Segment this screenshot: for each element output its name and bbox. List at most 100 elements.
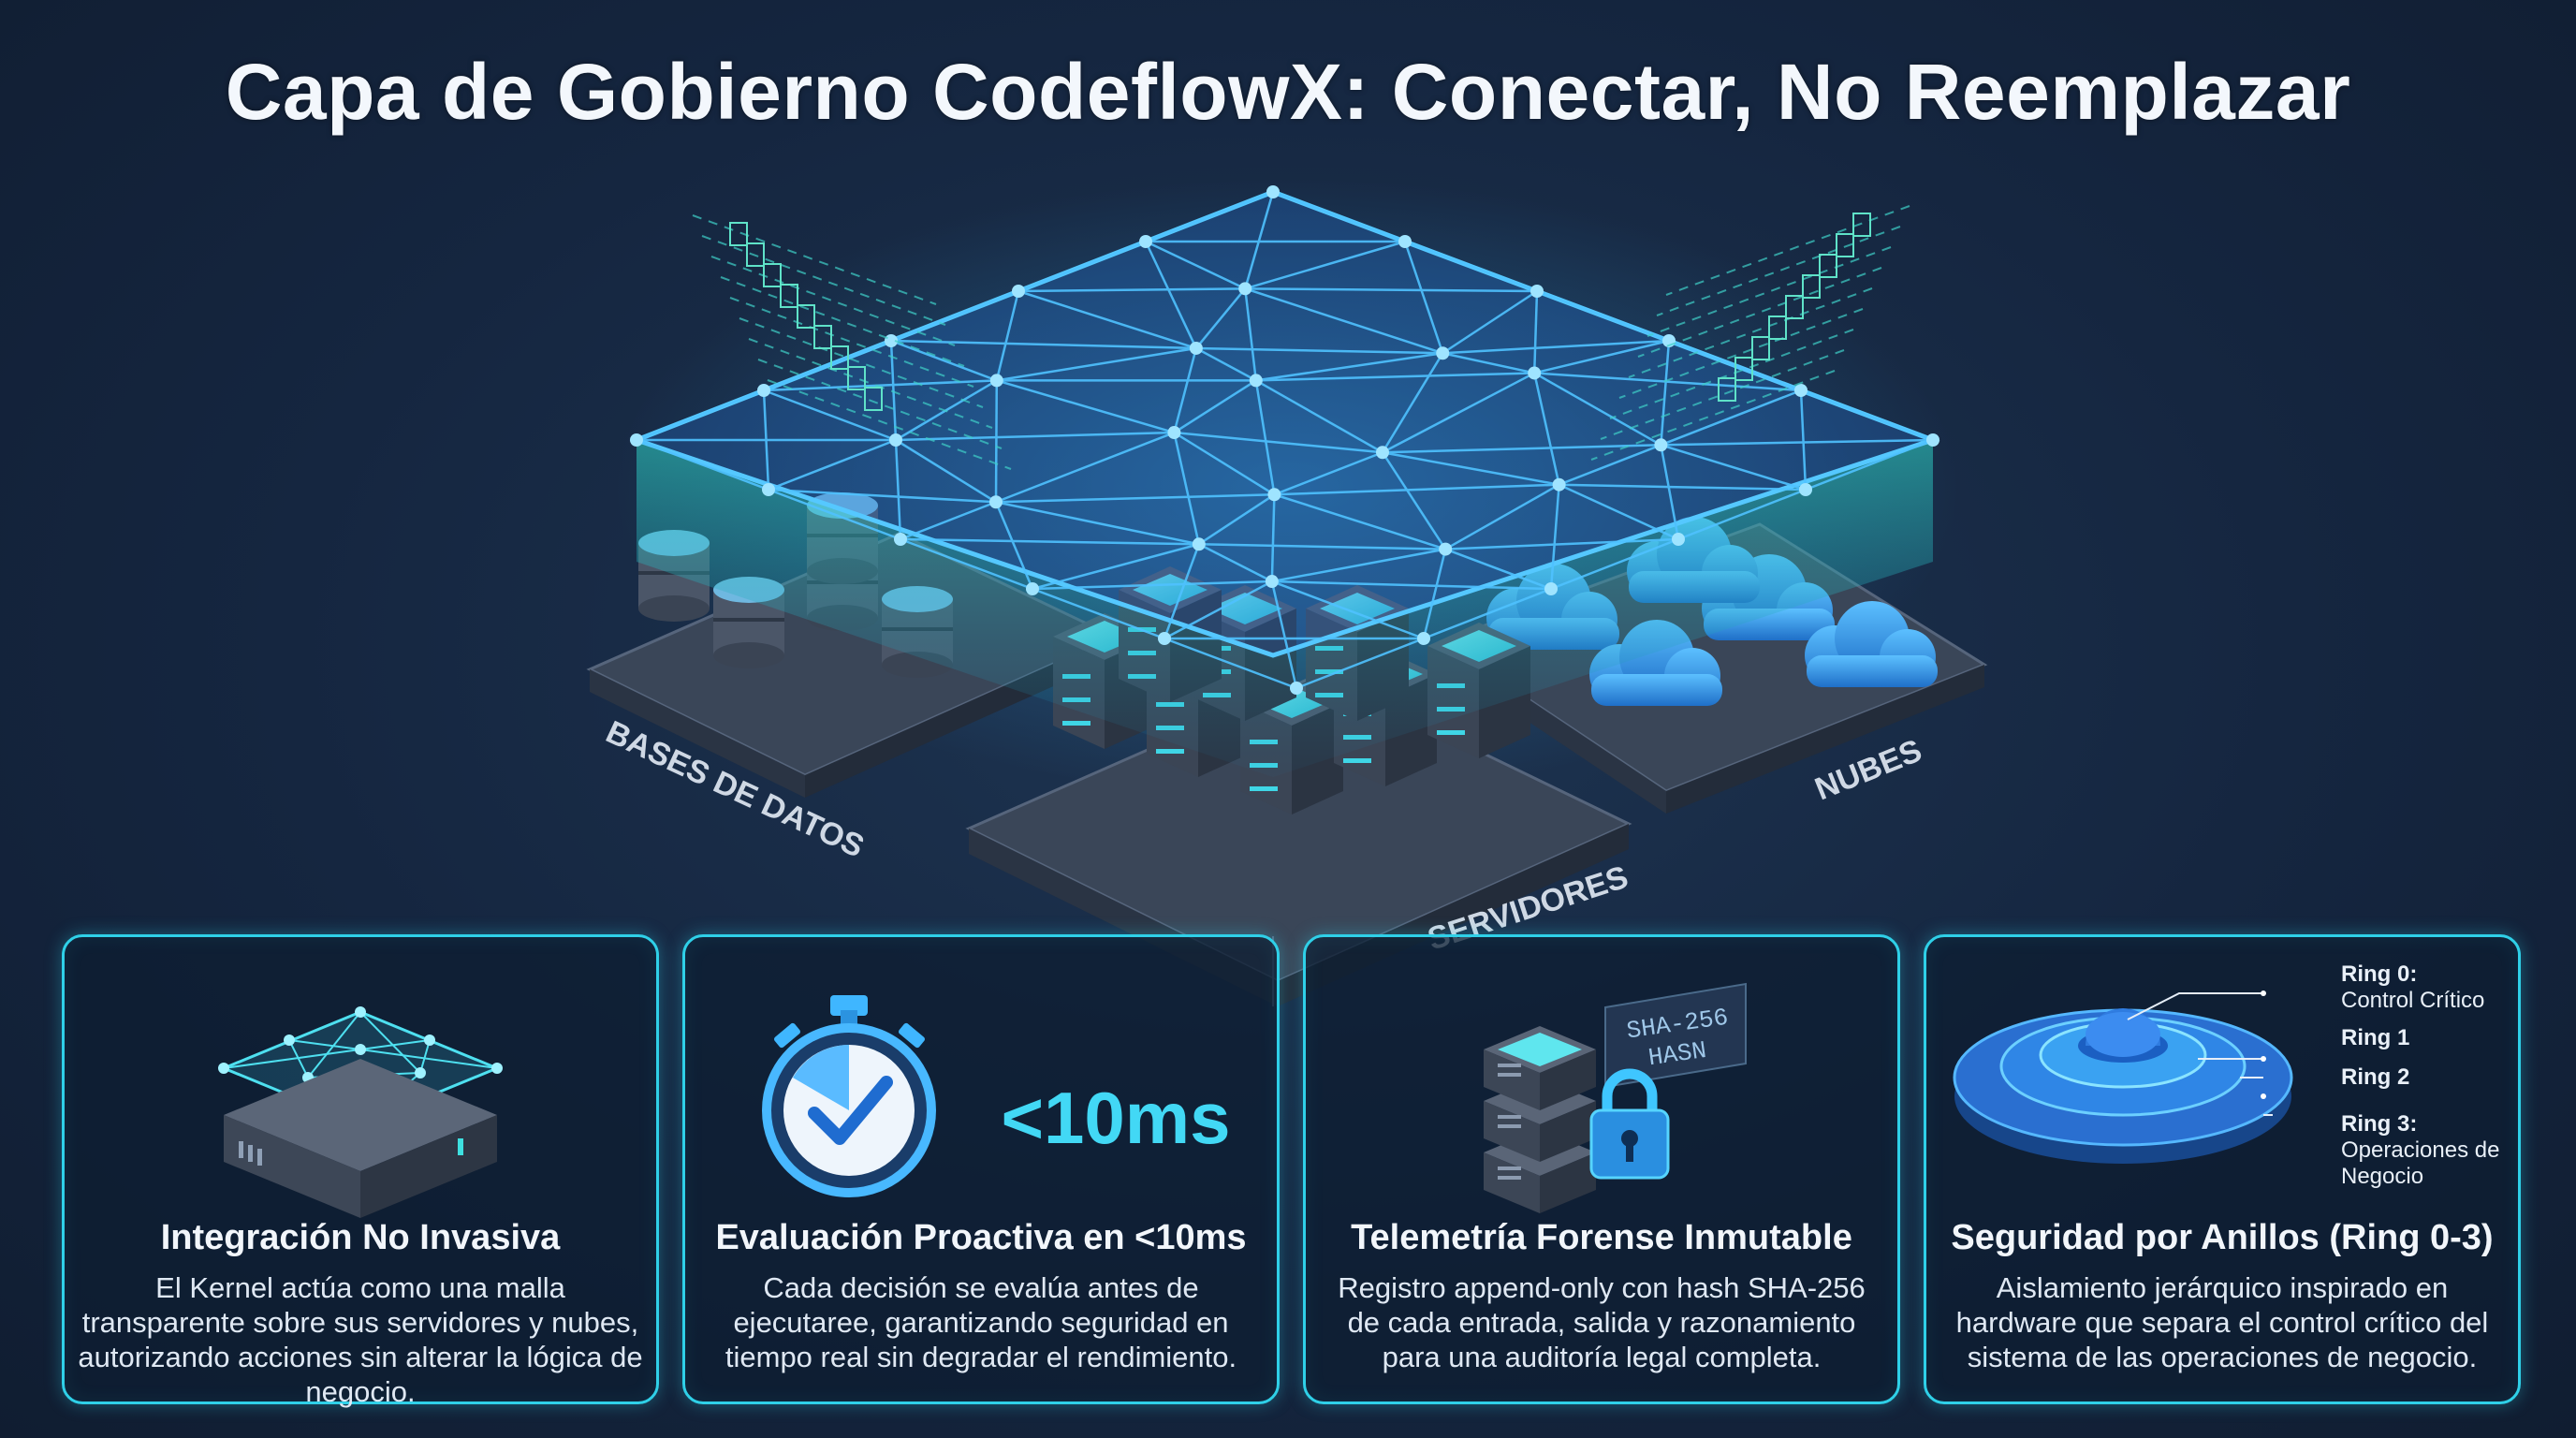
mesh-walls — [637, 440, 1933, 777]
mesh-line — [1799, 389, 1808, 491]
mesh-line — [768, 488, 997, 504]
server-led — [1343, 758, 1371, 763]
mesh-line — [1198, 493, 1276, 546]
server-led — [1156, 749, 1184, 754]
mesh-line — [763, 379, 997, 392]
mesh-line — [1381, 451, 1447, 550]
card-title: Integración No Invasiva — [160, 1218, 561, 1257]
mesh-node — [762, 483, 775, 496]
mesh-line — [1273, 451, 1383, 496]
mesh-line — [895, 431, 1175, 442]
mesh-node — [1417, 632, 1430, 645]
mesh-node — [1799, 483, 1812, 496]
card-proactive-evaluation: <10ms Evaluación Proactiva en <10ms Cada… — [682, 934, 1280, 1404]
mesh-node — [1158, 632, 1171, 645]
card-forensic-telemetry: SHA-256 HASN Telemetría Forense Inmutabl… — [1303, 934, 1900, 1404]
cloud-icon — [1805, 601, 1938, 687]
card-text: Cada decisión se evalúa antes de ejecuta… — [724, 1271, 1237, 1373]
ring-1-label: Ring 1 — [2341, 1025, 2410, 1050]
data-packet — [1768, 315, 1787, 340]
mesh-line — [1550, 537, 1679, 591]
data-packet — [729, 222, 748, 246]
mesh-line — [763, 339, 892, 392]
data-packet — [797, 304, 815, 329]
mesh-node — [1528, 366, 1542, 380]
stopwatch-icon: <10ms — [762, 995, 1231, 1197]
mesh-line — [1442, 339, 1670, 355]
governance-mesh — [629, 185, 1940, 695]
mesh-node — [989, 495, 1003, 509]
mesh-line — [1164, 580, 1273, 640]
mesh-node — [1290, 682, 1303, 695]
mesh-line — [1163, 543, 1200, 639]
mesh-line — [1270, 580, 1298, 689]
mesh-line — [1270, 494, 1276, 582]
mesh-line — [1145, 190, 1274, 243]
mesh-node — [1026, 582, 1039, 595]
server-led — [1062, 721, 1090, 726]
data-packet — [780, 284, 798, 308]
mesh-line — [1271, 548, 1446, 583]
mesh-node — [1926, 433, 1939, 447]
mesh-line — [1532, 373, 1560, 485]
mesh-line — [900, 501, 997, 541]
mesh-line — [636, 389, 765, 442]
mesh-line — [1255, 372, 1535, 382]
ring-3-label: Ring 3:Operaciones de Negocio — [2341, 1111, 2500, 1189]
card-text: El Kernel actúa como una malla transpare… — [78, 1271, 643, 1408]
mesh-line — [1442, 352, 1535, 374]
mesh-line — [1144, 241, 1197, 349]
mesh-line — [1660, 389, 1802, 447]
data-packet — [1819, 254, 1837, 278]
mesh-line — [1661, 438, 1934, 447]
card-text: Registro append-only con hash SHA-256 de… — [1338, 1271, 1866, 1373]
ring-2-label: Ring 2 — [2341, 1064, 2410, 1090]
mesh-line — [1194, 287, 1247, 349]
mesh-node — [1012, 285, 1025, 298]
mesh-line — [1255, 379, 1383, 454]
mesh-node — [1139, 235, 1152, 248]
mesh-line — [1173, 432, 1201, 545]
data-packet — [813, 325, 832, 349]
mesh-node — [894, 533, 907, 546]
mesh-line — [996, 379, 1175, 434]
locked-server-icon: SHA-256 HASN — [1484, 982, 1747, 1213]
latency-metric: <10ms — [1001, 1077, 1230, 1159]
mesh-line — [1382, 444, 1661, 454]
mesh-line — [1404, 240, 1538, 293]
card-title: Telemetría Forense Inmutable — [1351, 1218, 1852, 1257]
mesh-line — [1444, 548, 1552, 591]
mesh-line — [1272, 190, 1406, 243]
mesh-line — [1534, 372, 1802, 392]
mesh-line — [1442, 289, 1538, 355]
mesh-line — [995, 501, 1200, 546]
card-title: Seguridad por Anillos (Ring 0-3) — [1951, 1218, 2494, 1257]
mesh-line — [636, 438, 769, 492]
mesh-line — [1032, 587, 1165, 640]
data-packet — [1718, 377, 1736, 402]
data-packet — [1734, 357, 1753, 381]
mesh-line — [894, 439, 902, 540]
mesh-line — [1444, 483, 1560, 550]
data-packet — [1751, 336, 1770, 360]
data-streams — [692, 205, 1910, 470]
card-title: Evaluación Proactiva en <10ms — [715, 1218, 1247, 1257]
mesh-node — [989, 374, 1003, 388]
mesh-line — [1198, 543, 1446, 550]
mesh-line — [1660, 340, 1671, 446]
mesh-line — [1254, 380, 1276, 495]
mesh-line — [1244, 240, 1406, 290]
mesh-node — [1376, 446, 1389, 460]
mesh-line — [1295, 637, 1425, 690]
mesh-line — [1533, 339, 1670, 374]
card-non-invasive-integration: Integración No Invasiva El Kernel actúa … — [62, 934, 659, 1408]
ring-0-label: Ring 0:Control Crítico — [2341, 961, 2485, 1013]
mesh-line — [1173, 347, 1198, 433]
mesh-line — [1244, 288, 1258, 381]
mesh-line — [1198, 543, 1273, 583]
data-packet — [1836, 233, 1854, 257]
mesh-line — [1533, 372, 1662, 447]
mesh-line — [1032, 580, 1272, 591]
mesh-line — [995, 431, 1175, 504]
mesh-line — [1423, 587, 1552, 640]
